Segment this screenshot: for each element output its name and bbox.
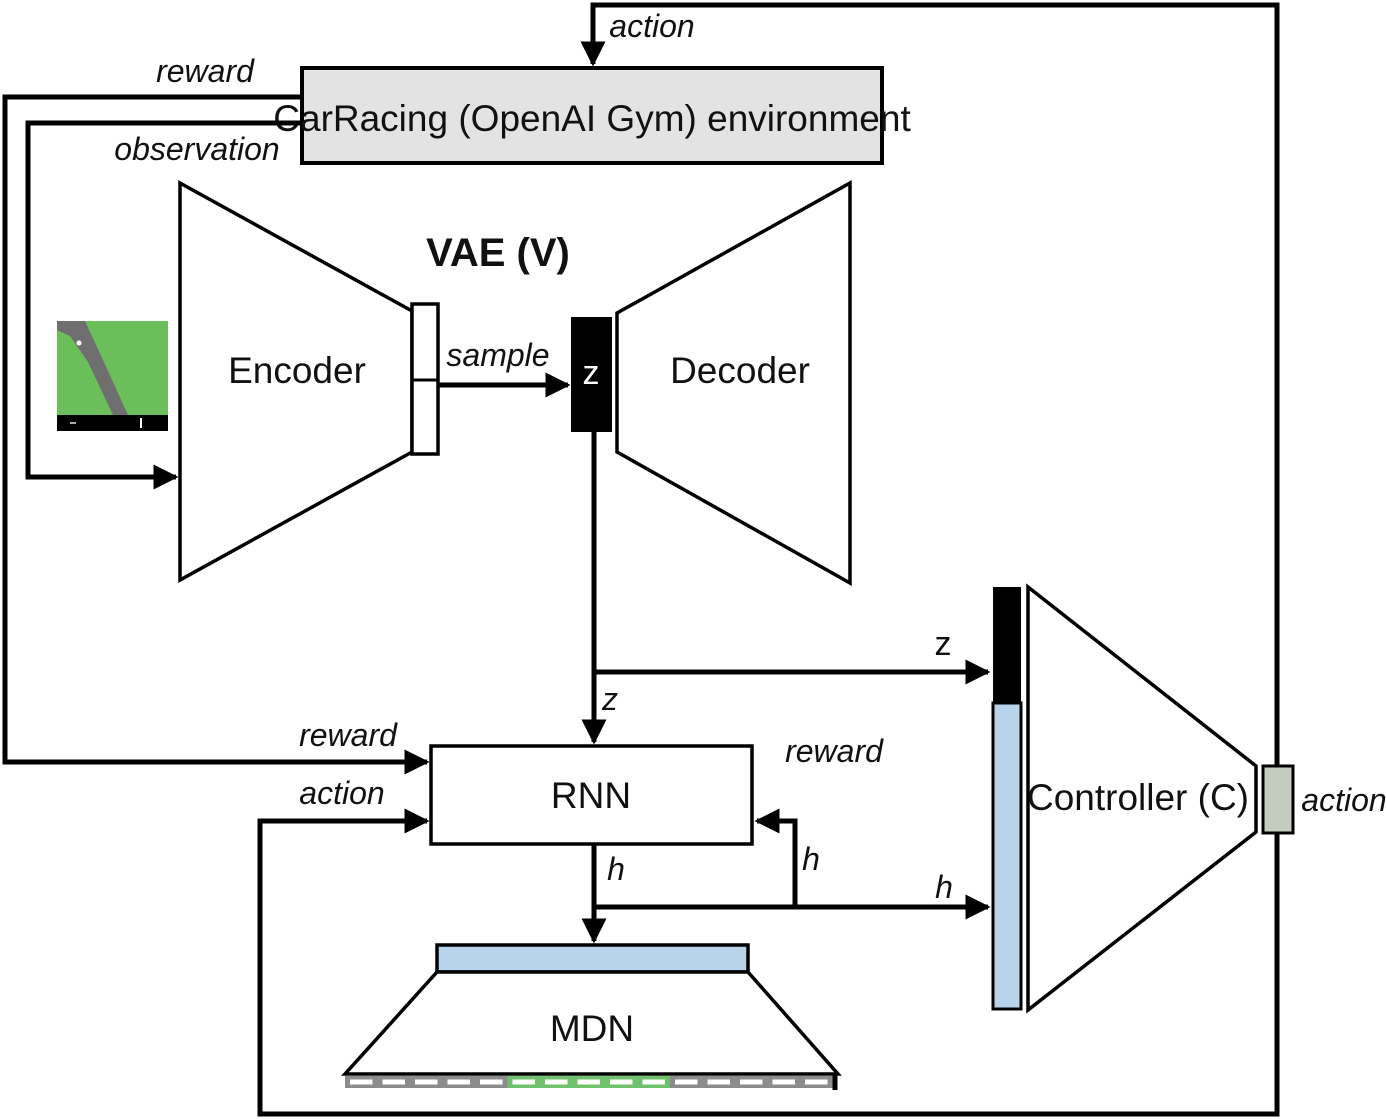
action-to-environment-arrow <box>580 2 1280 768</box>
mdn-output-cell-inner <box>707 1079 730 1085</box>
car-racing-thumbnail <box>57 321 168 431</box>
mdn-label: MDN <box>550 1008 634 1049</box>
controller-h-input <box>991 701 1023 1011</box>
mdn-output-end-cap <box>832 1074 838 1090</box>
decoder-label: Decoder <box>670 350 810 391</box>
z-to-controller-label: z <box>935 625 952 663</box>
mdn-input-layer <box>435 943 750 974</box>
controller: Controller (C) <box>991 583 1295 1014</box>
rnn-label: RNN <box>551 775 631 816</box>
latent-z-label: z <box>583 354 600 392</box>
controller-trapezoid <box>1026 583 1258 1014</box>
action-top-label: action <box>609 8 694 44</box>
latent-z-block: z <box>571 317 612 432</box>
decoder-trapezoid <box>615 180 852 586</box>
h-loop-arrow <box>754 808 798 907</box>
latent-z-rect <box>571 317 612 432</box>
mdn: MDN <box>341 943 842 1090</box>
controller-action-output <box>1261 764 1295 835</box>
z-to-rnn-label: z <box>601 681 618 717</box>
thumbnail-car <box>76 340 82 346</box>
decoder: Decoder <box>615 180 852 586</box>
observation-to-encoder-arrow <box>25 120 302 490</box>
environment-box: CarRacing (OpenAI Gym) environment <box>273 66 911 165</box>
mdn-output-cell-inner <box>480 1079 503 1085</box>
encoder-label: Encoder <box>228 350 366 391</box>
mdn-output-cell-inner <box>577 1079 600 1085</box>
encoder: Encoder <box>178 180 440 583</box>
reward-in-label: reward <box>299 717 398 753</box>
mdn-output-cell-inner <box>805 1079 828 1085</box>
mdn-output-cell-inner <box>447 1079 470 1085</box>
action-loop-line <box>257 2 1280 1117</box>
controller-z-input <box>993 587 1021 703</box>
reward-to-rnn-arrow <box>2 94 430 775</box>
vae-title: VAE (V) <box>426 231 570 275</box>
controller-label: Controller (C) <box>1027 777 1249 818</box>
mdn-output-cell-inner <box>772 1079 795 1085</box>
environment-rect <box>300 66 884 165</box>
mdn-output-cell-inner <box>512 1079 535 1085</box>
sample-label: sample <box>446 337 549 373</box>
mdn-output-cell-inner <box>350 1079 373 1085</box>
thumbnail-road <box>57 321 128 415</box>
mdn-output-cells <box>345 1074 838 1090</box>
mdn-output-cell-inner <box>740 1079 763 1085</box>
observation-label: observation <box>114 131 279 167</box>
environment-label: CarRacing (OpenAI Gym) environment <box>273 98 911 139</box>
mdn-output-cell-inner <box>382 1079 405 1085</box>
rnn-box: RNN <box>429 744 754 846</box>
h-loop-label: h <box>802 841 820 877</box>
reward-right-label: reward <box>785 733 884 769</box>
mdn-output-cell-inner <box>642 1079 665 1085</box>
mdn-output-cell-inner <box>545 1079 568 1085</box>
mdn-output-cell-inner <box>675 1079 698 1085</box>
action-to-rnn-arrow <box>257 808 1280 1117</box>
action-out-label: action <box>1301 782 1386 818</box>
mdn-output-cell-inner <box>415 1079 438 1085</box>
h-to-controller-label: h <box>935 869 953 905</box>
h-down-label: h <box>607 851 625 887</box>
rnn-rect <box>429 744 754 846</box>
reward-top-label: reward <box>156 53 255 89</box>
mdn-trapezoid <box>341 970 842 1076</box>
action-in-label: action <box>299 775 384 811</box>
mdn-output-cell-inner <box>610 1079 633 1085</box>
